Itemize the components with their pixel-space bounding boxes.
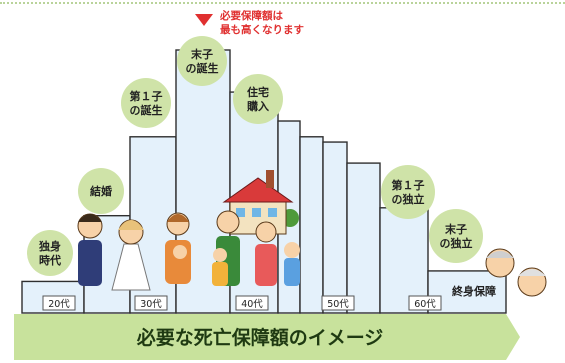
age-tick-label: 40代 [241,299,263,310]
age-tick-label: 50代 [327,299,349,310]
event-label-1: 住宅 [247,85,269,99]
band-title: 必要な死亡保障額のイメージ [136,326,384,349]
peak-note-line-1: 必要保障額は [219,9,283,22]
age-tick-40s: 40代 [235,295,269,311]
event-label-2: 時代 [39,253,61,267]
event-label-2: の誕生 [130,103,163,117]
event-bubble [429,209,483,263]
need-level-bar [346,162,381,314]
event-label-2: の独立 [392,192,425,206]
event-bubble [121,78,171,128]
event-last-independence: 末子 の独立 [429,209,483,263]
need-level-bar [322,141,348,314]
event-label-1: 第１子 [392,178,425,192]
age-tick-30s: 30代 [134,295,168,311]
elderly-couple-figure [485,248,547,297]
event-bubble [381,165,435,219]
age-tick-label: 30代 [140,299,162,310]
age-tick-20s: 20代 [42,295,76,311]
event-bubble [233,74,283,124]
event-label-1: 結婚 [90,184,112,198]
event-bubble [177,36,227,86]
lifetime-coverage-label: 終身保障 [452,284,496,298]
bottom-arrow-band [14,314,520,360]
event-bubble [27,230,73,276]
event-marriage: 結婚 [78,168,124,214]
need-level-bar [379,207,429,314]
top-dotted-border [0,2,565,4]
mother-with-baby-figure [165,212,191,284]
event-label-1: 末子 [190,47,213,61]
event-label-2: の独立 [440,236,473,250]
age-tick-label: 60代 [414,299,436,310]
groom-figure [77,213,103,286]
event-label-1: 第１子 [130,89,163,103]
event-single: 独身 時代 [27,230,73,276]
peak-note-line-2: 最も高くなります [220,23,304,36]
event-first-independence: 第１子 の独立 [381,165,435,219]
family-figures [212,210,300,286]
event-first-birth: 第１子 の誕生 [121,78,171,128]
age-tick-60s: 60代 [408,295,442,311]
bride-figure [111,219,151,291]
age-tick-50s: 50代 [321,295,355,311]
event-last-birth: 末子 の誕生 [177,36,227,86]
event-label-2: の誕生 [186,61,219,75]
event-label-2: 購入 [246,99,269,113]
age-tick-label: 20代 [48,299,70,310]
event-housing: 住宅 購入 [233,74,283,124]
event-label-1: 独身 [38,239,61,253]
pointer-triangle-icon [195,14,213,26]
event-bubble [78,168,124,214]
event-label-1: 末子 [444,222,467,236]
need-level-bar [299,136,324,314]
